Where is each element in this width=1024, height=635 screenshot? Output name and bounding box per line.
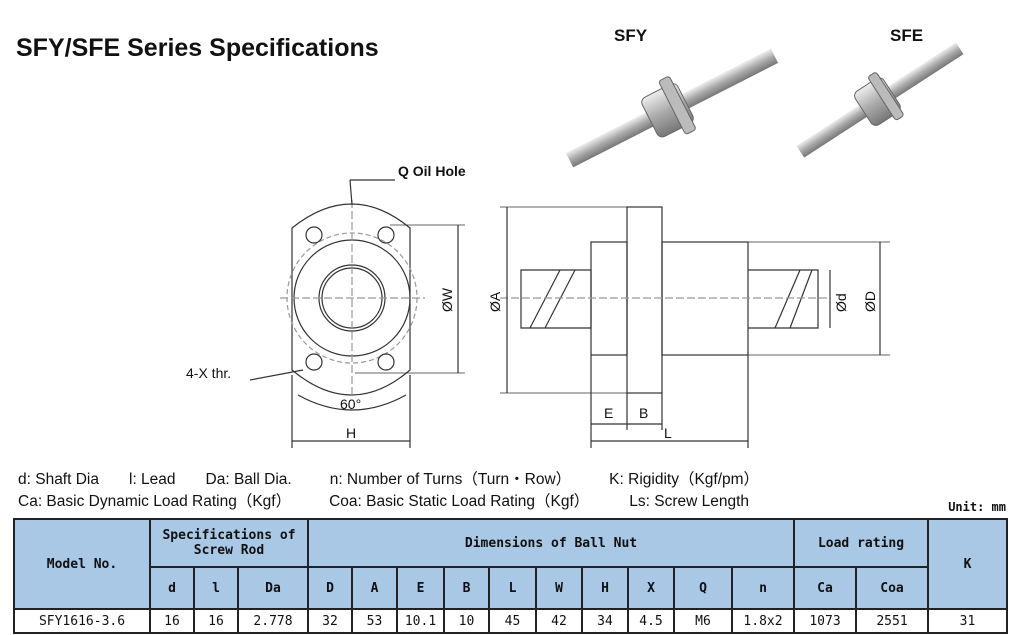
h-label: H [346,425,356,441]
legend-coa: Coa: Basic Static Load Rating（Kgf） [329,493,590,510]
table-cell: 2551 [855,608,929,634]
w-label: ØW [439,287,455,312]
sfy-product-image [565,48,779,168]
table-cell: 1.8x2 [731,608,795,634]
side-view [500,206,890,448]
thread-label: 4-X thr. [186,365,231,381]
b-label: B [639,405,648,421]
a-label: ØA [487,291,503,312]
ball-screw-drawing: Q Oil Hole 4-X thr. 60° H ØW ØA Ød ØD E … [186,42,964,448]
table-cell: 16 [149,608,195,634]
table-cell: 32 [307,608,353,634]
table-cell: SFY1616-3.6 [13,608,151,634]
legend-l: l: Lead [129,471,176,488]
table-cell: 4.5 [627,608,675,634]
column-header: d [149,566,195,610]
legend-line-2: Ca: Basic Dynamic Load Rating（Kgf） Coa: B… [18,489,749,511]
column-header: B [443,566,490,610]
e-label: E [604,405,613,421]
column-header: H [581,566,629,610]
legend-da: Da: Ball Dia. [205,471,292,488]
page-title: SFY/SFE Series Specifications [16,34,379,62]
l-label: L [664,425,672,441]
column-header: Da [237,566,309,610]
column-header: n [731,566,795,610]
column-header: W [535,566,583,610]
sfe-product-image [796,42,964,158]
legend-d: d: Shaft Dia [18,471,99,488]
header-model: Model No. [13,518,151,610]
column-header: Coa [855,566,929,610]
legend-ls: Ls: Screw Length [629,493,750,510]
column-header: Ca [793,566,857,610]
table-cell: 10.1 [396,608,445,634]
unit-label: Unit: mm [948,500,1006,514]
column-header: E [396,566,445,610]
front-view [249,179,465,448]
table-cell: 1073 [793,608,857,634]
column-header: D [307,566,353,610]
header-screw-rod: Specifications of Screw Rod [149,518,309,568]
oil-hole-label: Q Oil Hole [398,163,466,179]
header-ball-nut: Dimensions of Ball Nut [307,518,795,568]
sfe-label: SFE [890,26,924,45]
legend-line-1: d: Shaft Dia l: Lead Da: Ball Dia. n: Numbe… [18,467,759,489]
column-header: X [627,566,675,610]
table-cell: M6 [673,608,733,634]
legend-n: n: Number of Turns（Turn・Row） [329,471,572,488]
header-load-rating: Load rating [793,518,929,568]
table-cell: 2.778 [237,608,309,634]
spec-table: Model No. Specifications of Screw Rod Di… [13,518,1008,634]
d-big-label: ØD [862,291,878,312]
column-header: A [351,566,398,610]
table-cell: 34 [581,608,629,634]
legend-ca: Ca: Basic Dynamic Load Rating（Kgf） [18,493,292,510]
column-header: l [193,566,239,610]
table-cell: 16 [193,608,239,634]
angle-label: 60° [340,396,361,412]
table-cell: 42 [535,608,583,634]
table-cell: 31 [927,608,1008,634]
d-small-label: Ød [833,293,849,312]
sfy-label: SFY [614,26,648,45]
table-cell: 45 [488,608,537,634]
legend-k: K: Rigidity（Kgf/pm） [609,471,760,488]
header-k: K [927,518,1008,610]
column-header: L [488,566,537,610]
table-cell: 10 [443,608,490,634]
column-header: Q [673,566,733,610]
table-cell: 53 [351,608,398,634]
